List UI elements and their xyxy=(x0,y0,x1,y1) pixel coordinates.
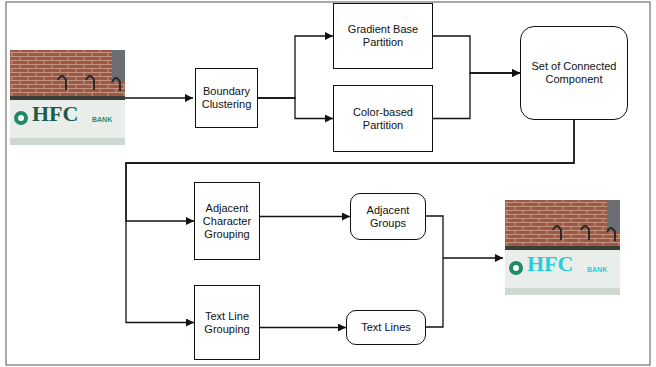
output-arrow xyxy=(426,216,503,327)
node-label: Adjacent Groups xyxy=(355,204,421,230)
process-box: Text Line Grouping xyxy=(194,285,260,360)
node-label: Adjacent Character Grouping xyxy=(199,202,255,241)
result-box: Adjacent Groups xyxy=(350,193,426,240)
sign-lettering: HFC xyxy=(527,253,573,275)
flow-arrow xyxy=(260,216,350,217)
result-box: Text Lines xyxy=(346,310,426,345)
flow-arrow xyxy=(258,98,333,119)
input-photo xyxy=(10,50,125,145)
sign-lettering: BANK xyxy=(92,116,112,123)
node-label: Color-based Partition xyxy=(338,106,428,132)
sign-lettering: HFC xyxy=(32,103,78,125)
process-box: Color-based Partition xyxy=(333,85,433,152)
flow-arrow xyxy=(433,36,520,73)
sign-lettering: BANK xyxy=(587,266,607,273)
flow-arrow xyxy=(260,327,346,328)
process-box: Boundary Clustering xyxy=(195,68,258,128)
output-photo xyxy=(505,200,620,295)
node-label: Boundary Clustering xyxy=(200,85,253,111)
node-label: Text Lines xyxy=(361,321,411,334)
flow-arrow xyxy=(258,36,333,98)
node-label: Set of Connected Component xyxy=(525,60,623,86)
result-box: Set of Connected Component xyxy=(520,26,628,120)
frame xyxy=(6,2,650,365)
process-box: Gradient Base Partition xyxy=(333,3,433,69)
node-label: Gradient Base Partition xyxy=(338,23,428,49)
node-label: Text Line Grouping xyxy=(199,310,255,336)
input-arrow xyxy=(125,97,193,98)
flow-arrow xyxy=(433,73,520,119)
process-box: Adjacent Character Grouping xyxy=(194,182,260,260)
